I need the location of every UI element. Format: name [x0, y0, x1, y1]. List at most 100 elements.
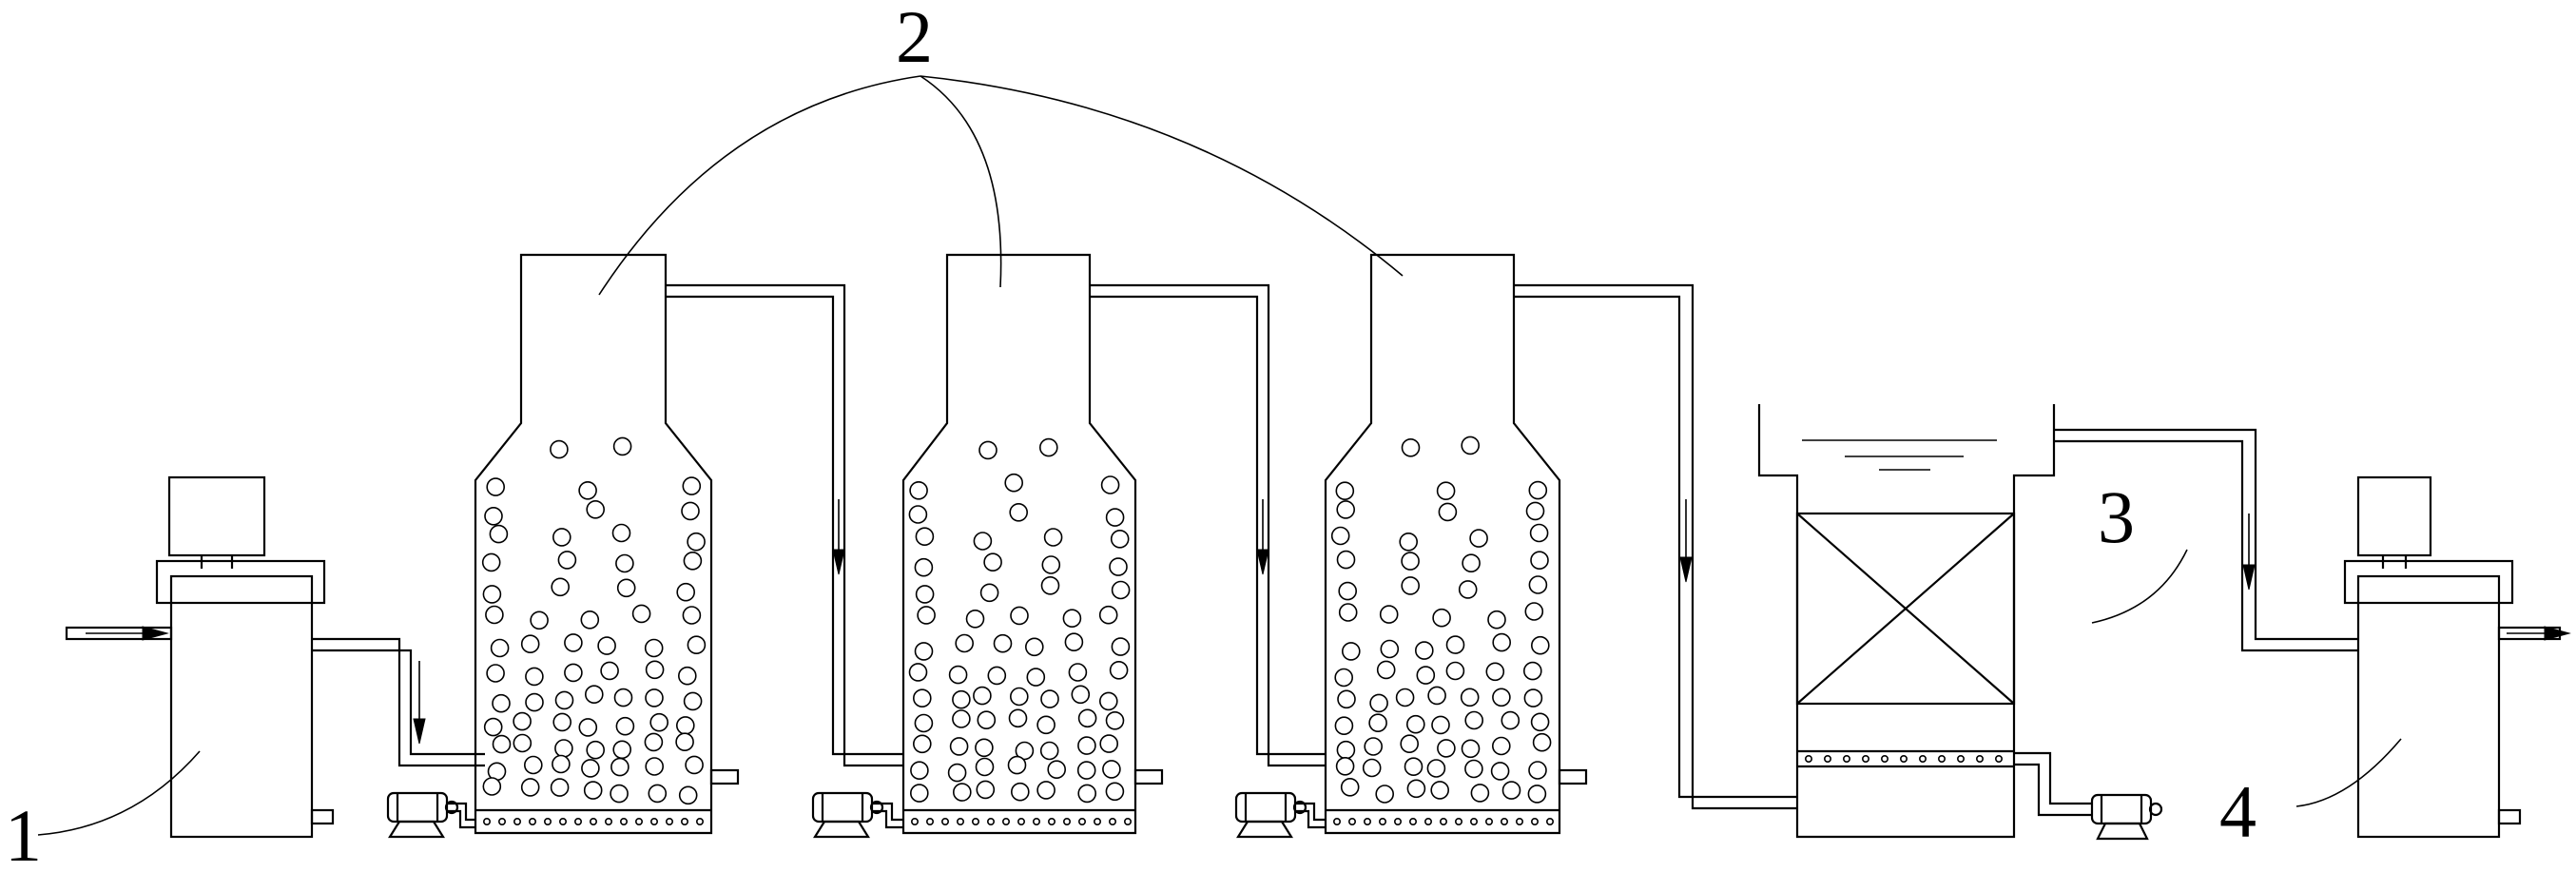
media-bubble	[682, 476, 702, 495]
aeration-hole	[573, 817, 582, 825]
media-bubble	[581, 759, 600, 778]
media-bubble	[917, 606, 936, 625]
media-bubble	[675, 732, 694, 752]
media-bubble	[583, 781, 603, 800]
media-bubble	[1041, 555, 1061, 574]
aeration-hole	[482, 817, 491, 825]
media-bubble	[482, 585, 502, 604]
tank-body	[2356, 574, 2501, 839]
aeration-hole	[1805, 754, 1813, 763]
inlet-pipe	[65, 626, 173, 641]
media-bubble	[631, 604, 651, 624]
media-bubble	[1338, 603, 1358, 622]
aeration-hole	[649, 817, 658, 825]
leader-lines	[37, 75, 2402, 836]
media-bubble	[1458, 580, 1478, 599]
aeration-hole	[1364, 817, 1372, 825]
media-bubble	[1427, 686, 1446, 706]
media-bubble	[1334, 668, 1353, 688]
media-bubble	[987, 666, 1007, 686]
media-bubble	[645, 688, 664, 707]
raw-water-tank	[65, 475, 335, 839]
media-bubble	[1416, 666, 1436, 685]
media-bubble	[644, 732, 664, 752]
media-bubble	[485, 605, 504, 625]
aeration-hole	[1048, 817, 1056, 825]
media-bubble	[610, 757, 629, 777]
aeration-hole	[528, 817, 536, 825]
media-bubble	[910, 761, 929, 781]
media-bubble	[1528, 761, 1547, 780]
media-bubble	[1406, 779, 1426, 799]
aeration-hole	[513, 817, 521, 825]
carrier-media	[1330, 436, 1552, 804]
aeration-hole	[1485, 817, 1494, 825]
media-bubble	[1445, 635, 1465, 654]
media-bubble	[615, 716, 635, 736]
media-bubble	[915, 527, 935, 547]
media-bubble	[1111, 580, 1131, 600]
media-bubble	[681, 501, 700, 521]
aeration-hole	[1976, 754, 1985, 763]
media-bubble	[952, 783, 972, 802]
media-bubble	[1340, 777, 1360, 797]
media-bubble	[564, 633, 583, 652]
aeration-hole	[680, 817, 688, 825]
media-bubble	[1528, 480, 1548, 500]
aeration-hole	[1424, 817, 1433, 825]
media-bubble	[1062, 609, 1082, 629]
media-bubble	[687, 532, 706, 552]
flow-arrow	[2242, 564, 2256, 591]
aeration-strip	[1333, 817, 1555, 825]
media-bubble	[1461, 739, 1481, 759]
media-bubble	[915, 585, 935, 604]
media-bubble	[1490, 762, 1510, 781]
media-bubble	[1464, 710, 1483, 730]
air-blower-b	[811, 791, 903, 839]
aeration-hole	[1394, 817, 1403, 825]
tank-body	[169, 574, 314, 839]
media-bubble	[1040, 575, 1060, 595]
media-bubble	[1071, 685, 1091, 705]
media-bubble	[586, 499, 606, 519]
aeration-hole	[1379, 817, 1387, 825]
aeration-hole	[604, 817, 612, 825]
media-bubble	[615, 553, 634, 573]
aeration-hole	[1348, 817, 1357, 825]
label-filter: 3	[2098, 475, 2135, 558]
air-blower-c	[1234, 791, 1326, 839]
media-bubble	[1068, 663, 1088, 682]
media-bubble	[1099, 734, 1118, 753]
media-bubble	[1336, 500, 1355, 519]
drain-outlet	[2497, 808, 2522, 825]
aeration-hole	[1881, 754, 1889, 763]
media-bubble	[1530, 712, 1550, 732]
media-bubble	[1462, 553, 1481, 573]
media-bubble	[1099, 691, 1118, 711]
media-bubble	[676, 582, 696, 602]
media-bubble	[965, 609, 985, 629]
media-bubble	[513, 711, 532, 731]
media-bubble	[1011, 782, 1030, 802]
aeration-hole	[956, 817, 964, 825]
media-bubble	[1036, 715, 1056, 735]
media-bubble	[525, 692, 544, 712]
media-bubble	[1330, 526, 1350, 546]
media-bubble	[492, 693, 511, 713]
aeration-hole	[558, 817, 567, 825]
media-bubble	[1406, 714, 1425, 734]
reactor-c	[1324, 253, 1588, 835]
media-bubble	[520, 634, 540, 654]
flow-arrow	[413, 718, 426, 745]
media-bubble	[552, 712, 572, 732]
media-bubble	[975, 757, 995, 777]
media-bubble	[1430, 781, 1449, 800]
media-bubble	[586, 740, 606, 760]
aeration-hole	[940, 817, 949, 825]
media-bubble	[1015, 741, 1035, 761]
media-bubble	[1432, 608, 1451, 628]
media-bubble	[1105, 710, 1125, 730]
media-bubble	[525, 667, 544, 687]
media-bubble	[644, 638, 664, 658]
media-bubble	[481, 552, 501, 572]
